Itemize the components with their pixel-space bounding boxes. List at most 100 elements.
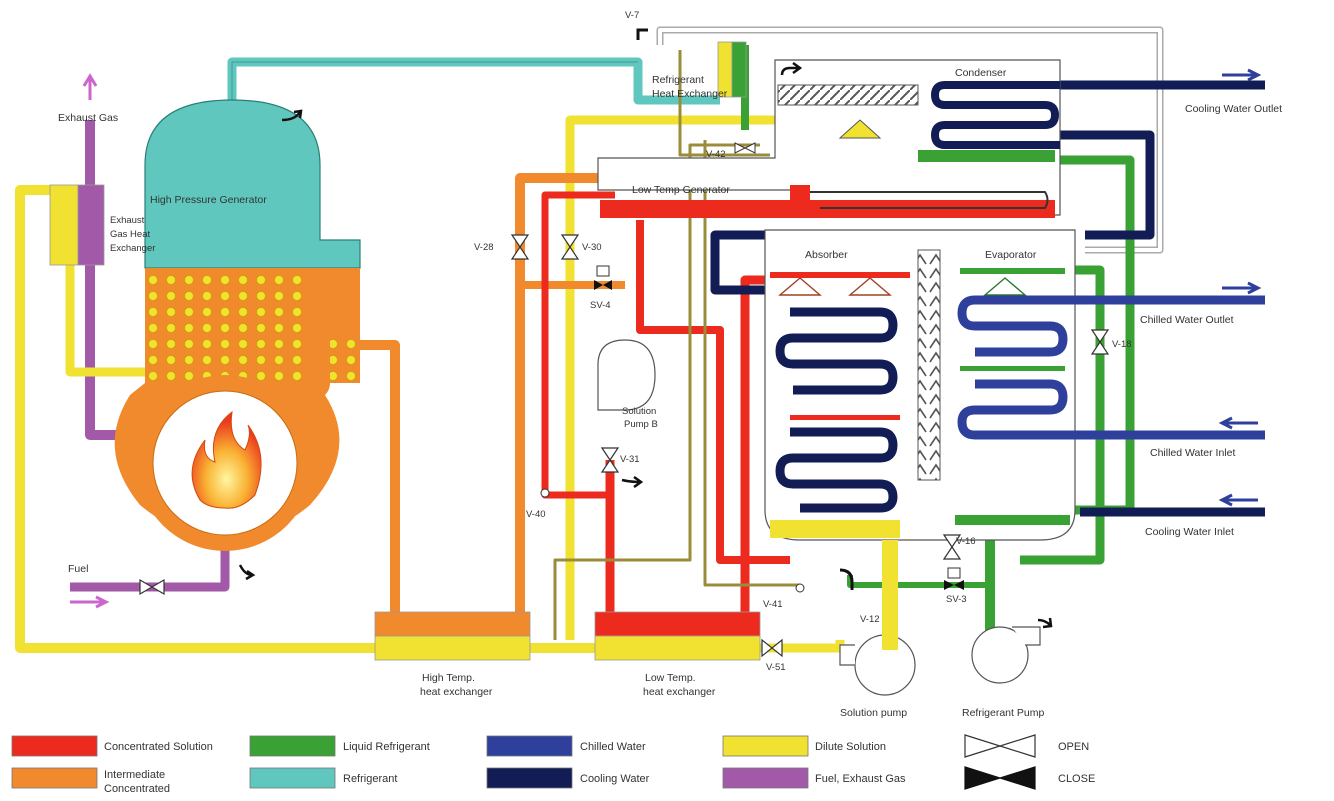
exhaust-gas-heat-exchanger: Exhaust Gas Heat Exchanger (50, 185, 155, 265)
valve-v42-label: V-42 (706, 149, 726, 160)
valve-v7[interactable]: V-7 (625, 10, 648, 40)
legend-label: Concentrated (104, 783, 170, 795)
exhaust-gas-label: Exhaust Gas (58, 112, 118, 124)
legend-item-close: CLOSE (965, 767, 1095, 789)
absorber-dilute-pool (770, 520, 900, 538)
valve-v28-label: V-28 (474, 242, 494, 253)
eliminator (918, 250, 940, 480)
valve-v41-icon (796, 584, 804, 592)
solution-pump-b-label-1: Solution (622, 406, 656, 417)
valve-v7-label: V-7 (625, 10, 639, 21)
valve-v41[interactable]: V-41 (763, 584, 804, 610)
high-temp-heat-exchanger: High Temp. heat exchanger (375, 612, 530, 698)
solution-pump-label: Solution pump (840, 707, 907, 719)
legend-label: Cooling Water (580, 773, 650, 785)
solution-pump: Solution pump (840, 540, 915, 719)
valve-v30-icon (562, 235, 578, 259)
absorber-evaporator-shell: Absorber Evaporator (765, 230, 1080, 540)
valve-v40[interactable]: V-40 (526, 489, 549, 520)
legend-item-cooling-water: Cooling Water (487, 768, 650, 788)
outlet-arrow-icon (1222, 283, 1258, 293)
valve-actuator-icon (638, 30, 648, 40)
fuel-label: Fuel (68, 563, 88, 575)
hp-generator-dome (145, 100, 360, 268)
condenser-spray-block (778, 85, 918, 105)
close-valve-icon (965, 767, 1035, 789)
refrigerant-hx-label-1: Refrigerant (652, 74, 704, 86)
chilled-water-outlet-label: Chilled Water Outlet (1140, 314, 1234, 326)
cooling-water-outlet-label: Cooling Water Outlet (1185, 103, 1282, 115)
exhaust-hx-label-2: Gas Heat (110, 229, 150, 240)
low-temp-hx-label-2: heat exchanger (643, 686, 716, 698)
valve-v40-label: V-40 (526, 509, 546, 520)
high-pressure-generator: High Pressure Generator (115, 100, 360, 551)
legend-item-concentrated: Concentrated Solution (12, 736, 213, 756)
cooling-water-inlet-label: Cooling Water Inlet (1145, 526, 1234, 538)
intermediate-pipe-hp (340, 345, 395, 620)
legend-item-fuel-exhaust: Fuel, Exhaust Gas (723, 768, 906, 788)
refrigerant-pump: Refrigerant Pump (962, 627, 1044, 719)
solution-pump-b-label-2: Pump B (624, 419, 658, 430)
legend-item-intermediate: Intermediate Concentrated (12, 768, 170, 795)
valve-v40-icon (541, 489, 549, 497)
refrigerant-heat-exchanger: Refrigerant Heat Exchanger (652, 42, 746, 100)
fuel-valve-icon (140, 580, 164, 594)
refrigerant-pipe-top (232, 62, 720, 100)
dilute-pipe-pump (760, 640, 840, 648)
fuel-arrow-icon (70, 597, 106, 607)
cooling-water-loop (1060, 135, 1150, 235)
valve-v12-label: V-12 (860, 614, 880, 625)
exhaust-arrow-icon (84, 76, 96, 100)
valve-v28[interactable]: V-28 (474, 235, 528, 259)
legend-item-refrigerant: Refrigerant (250, 768, 397, 788)
refrigerant-outline-top (232, 62, 638, 100)
valve-v31-label: V-31 (620, 454, 640, 465)
valve-v12[interactable]: V-12 (840, 570, 880, 625)
valve-v30-label: V-30 (582, 242, 602, 253)
flow-arrow-icon (240, 565, 253, 579)
chilled-water-inlet-label: Chilled Water Inlet (1150, 447, 1235, 459)
refrigerant-hx-label-2: Heat Exchanger (652, 88, 728, 100)
valve-v18-icon (1092, 330, 1108, 354)
open-valve-icon (965, 735, 1035, 757)
liquid-refrigerant-sv3 (850, 575, 990, 585)
condenser-label: Condenser (955, 67, 1007, 79)
legend-label: Intermediate (104, 769, 165, 781)
valve-sv3-label: SV-3 (946, 594, 967, 605)
legend-item-liquid-refrigerant: Liquid Refrigerant (250, 736, 430, 756)
low-temp-heat-exchanger: Low Temp. heat exchanger (595, 612, 760, 698)
legend-item-chilled-water: Chilled Water (487, 736, 646, 756)
high-temp-hx-label-2: heat exchanger (420, 686, 493, 698)
hp-generator-label: High Pressure Generator (150, 194, 267, 206)
legend-item-dilute: Dilute Solution (723, 736, 886, 756)
inlet-arrow-icon (1222, 495, 1258, 505)
legend-label: OPEN (1058, 741, 1089, 753)
valve-v18-label: V-18 (1112, 339, 1132, 350)
solenoid-sv4-icon (597, 266, 609, 276)
valve-v51-icon (762, 640, 782, 656)
evaporator-refrigerant-pool (955, 515, 1070, 525)
low-temp-generator-label: Low Temp Generator (632, 184, 730, 196)
legend-label: Dilute Solution (815, 741, 886, 753)
valve-v31-icon (602, 448, 618, 472)
valve-v28-icon (512, 235, 528, 259)
legend-label: Chilled Water (580, 741, 646, 753)
absorber-label: Absorber (805, 249, 848, 261)
high-temp-hx-label-1: High Temp. (422, 672, 475, 684)
legend-item-open: OPEN (965, 735, 1089, 757)
low-temp-hx-label-1: Low Temp. (645, 672, 696, 684)
flow-arrow-icon (622, 477, 641, 487)
legend-label: Fuel, Exhaust Gas (815, 773, 906, 785)
legend: Concentrated Solution Intermediate Conce… (12, 735, 1095, 795)
legend-label: CLOSE (1058, 773, 1095, 785)
valve-v16[interactable]: V-16 (944, 535, 976, 559)
legend-label: Refrigerant (343, 773, 397, 785)
olive-line-2 (555, 145, 760, 640)
legend-label: Liquid Refrigerant (343, 741, 430, 753)
solenoid-sv3-icon (948, 568, 960, 578)
flow-arrow-icon (1038, 618, 1051, 627)
inlet-arrow-icon (1222, 418, 1258, 428)
exhaust-gas-outlet: Exhaust Gas (58, 76, 118, 124)
exhaust-hx-label-3: Exchanger (110, 243, 155, 254)
